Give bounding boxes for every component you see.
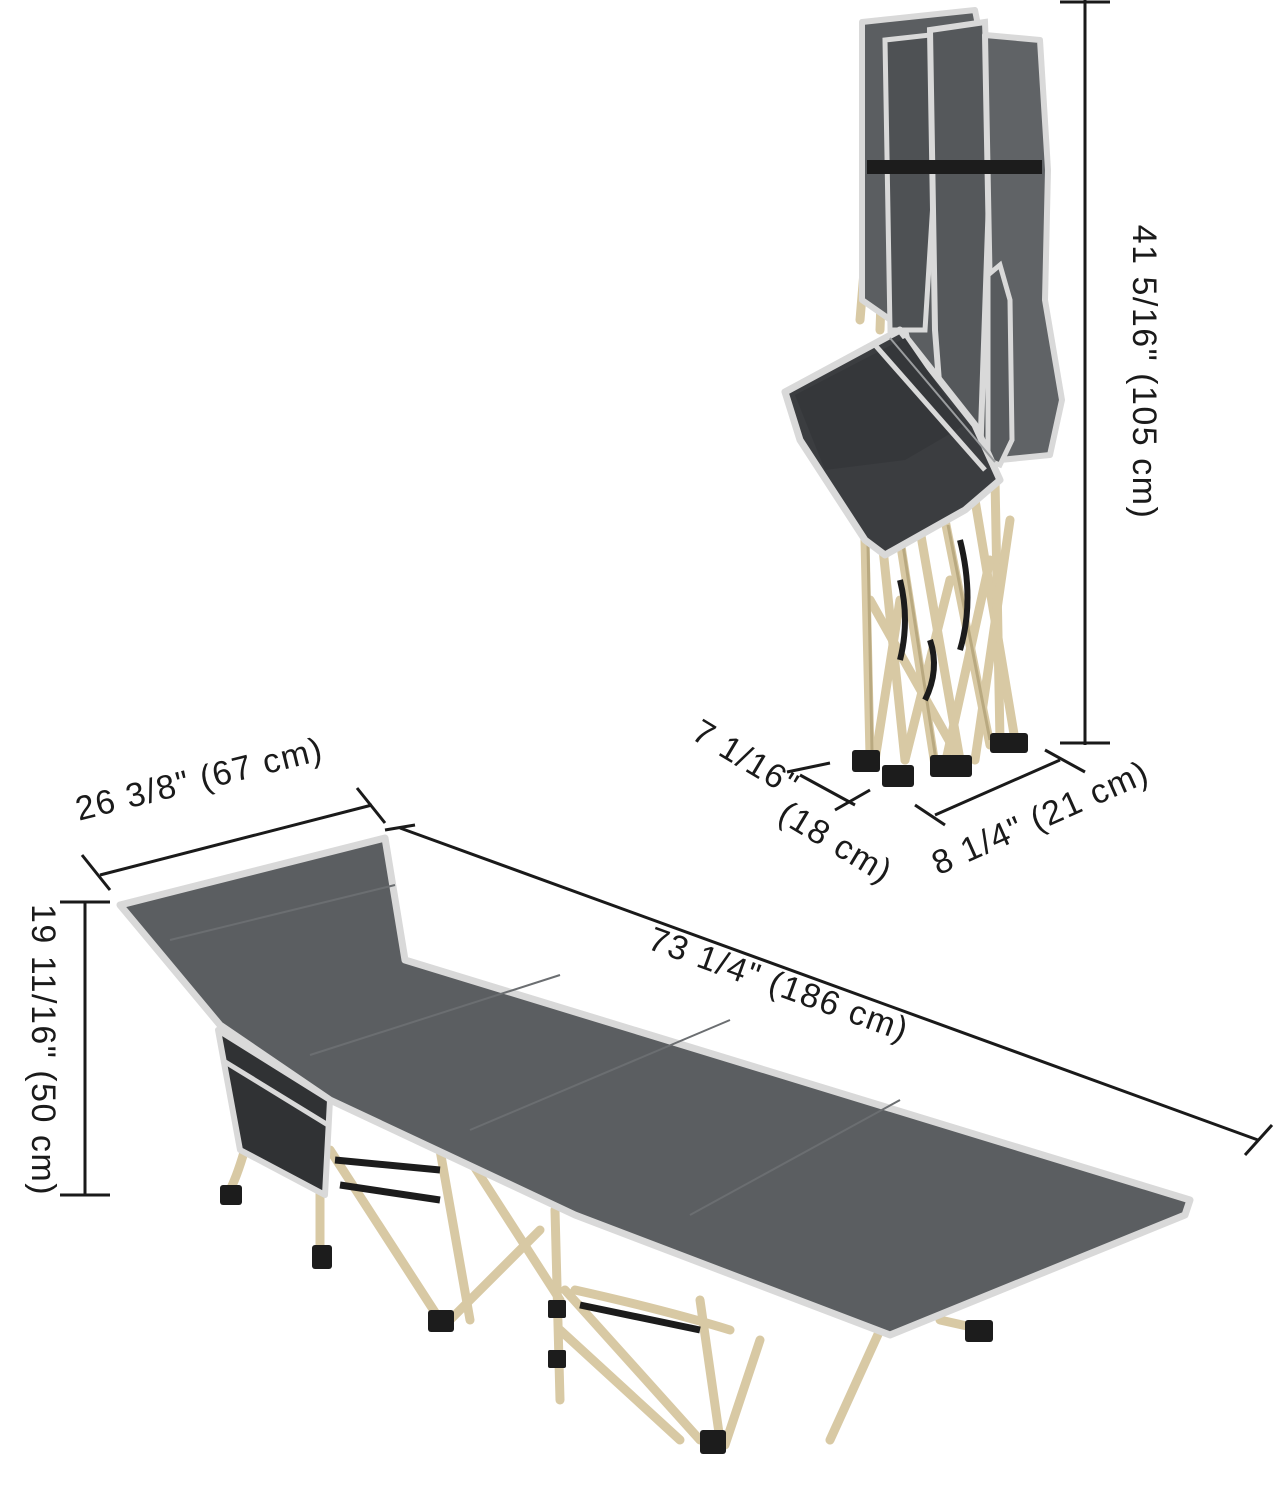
- folded-depth-label-part1: 7 1/16": [686, 712, 806, 805]
- folded-cot-feet: [852, 733, 1028, 787]
- folded-cot-fabric: [781, 7, 1065, 559]
- unfolded-cot-feet: [220, 1185, 993, 1454]
- folded-height-label: 41 5/16" (105 cm): [1125, 225, 1163, 520]
- folded-cot-illustration: [781, 7, 1065, 787]
- cot-bed-seams: [169, 884, 901, 1216]
- dimension-lines: [60, 0, 1274, 1197]
- cot-height-label: 19 11/16" (50 cm): [24, 904, 62, 1196]
- unfolded-cot-illustration: [116, 834, 1194, 1454]
- cot-width-label: 26 3/8" (67 cm): [72, 730, 327, 828]
- folded-cot-straps: [897, 539, 971, 702]
- unfolded-cot-crossbars: [334, 1156, 701, 1334]
- cot-side-pocket: [215, 1027, 333, 1198]
- folded-cot-frame-shadow: [866, 524, 992, 761]
- cot-length-label: 73 1/4" (186 cm): [643, 920, 914, 1049]
